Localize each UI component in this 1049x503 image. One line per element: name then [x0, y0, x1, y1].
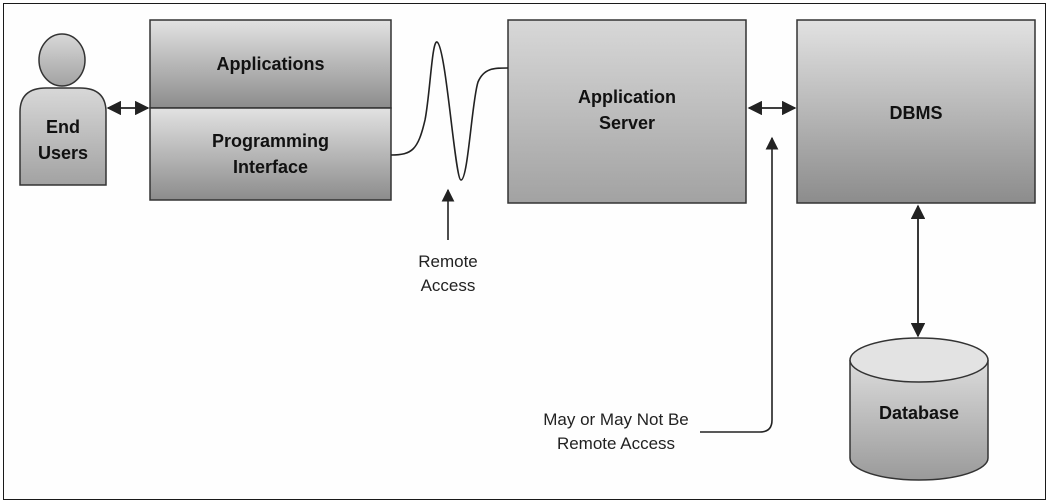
end-user-figure	[19, 33, 107, 186]
programming-interface-box	[149, 107, 392, 201]
may-not-remote-pointer	[700, 136, 779, 433]
database-label: Database	[878, 403, 960, 423]
applications-box	[149, 19, 392, 109]
applications-label: Applications	[216, 54, 325, 74]
remote-access-wave	[390, 41, 509, 181]
dbms-label: DBMS	[889, 103, 943, 123]
dbms-box	[796, 19, 1036, 204]
application-server-label: Application Server	[578, 87, 676, 133]
end-users-label: End Users	[37, 117, 89, 163]
database-cylinder	[849, 337, 989, 481]
remote-access-label: Remote Access	[418, 252, 478, 295]
application-server-box	[507, 19, 747, 204]
may-or-may-not-label: May or May Not Be Remote Access	[543, 410, 689, 453]
programming-interface-label: Programming Interface	[211, 131, 330, 177]
